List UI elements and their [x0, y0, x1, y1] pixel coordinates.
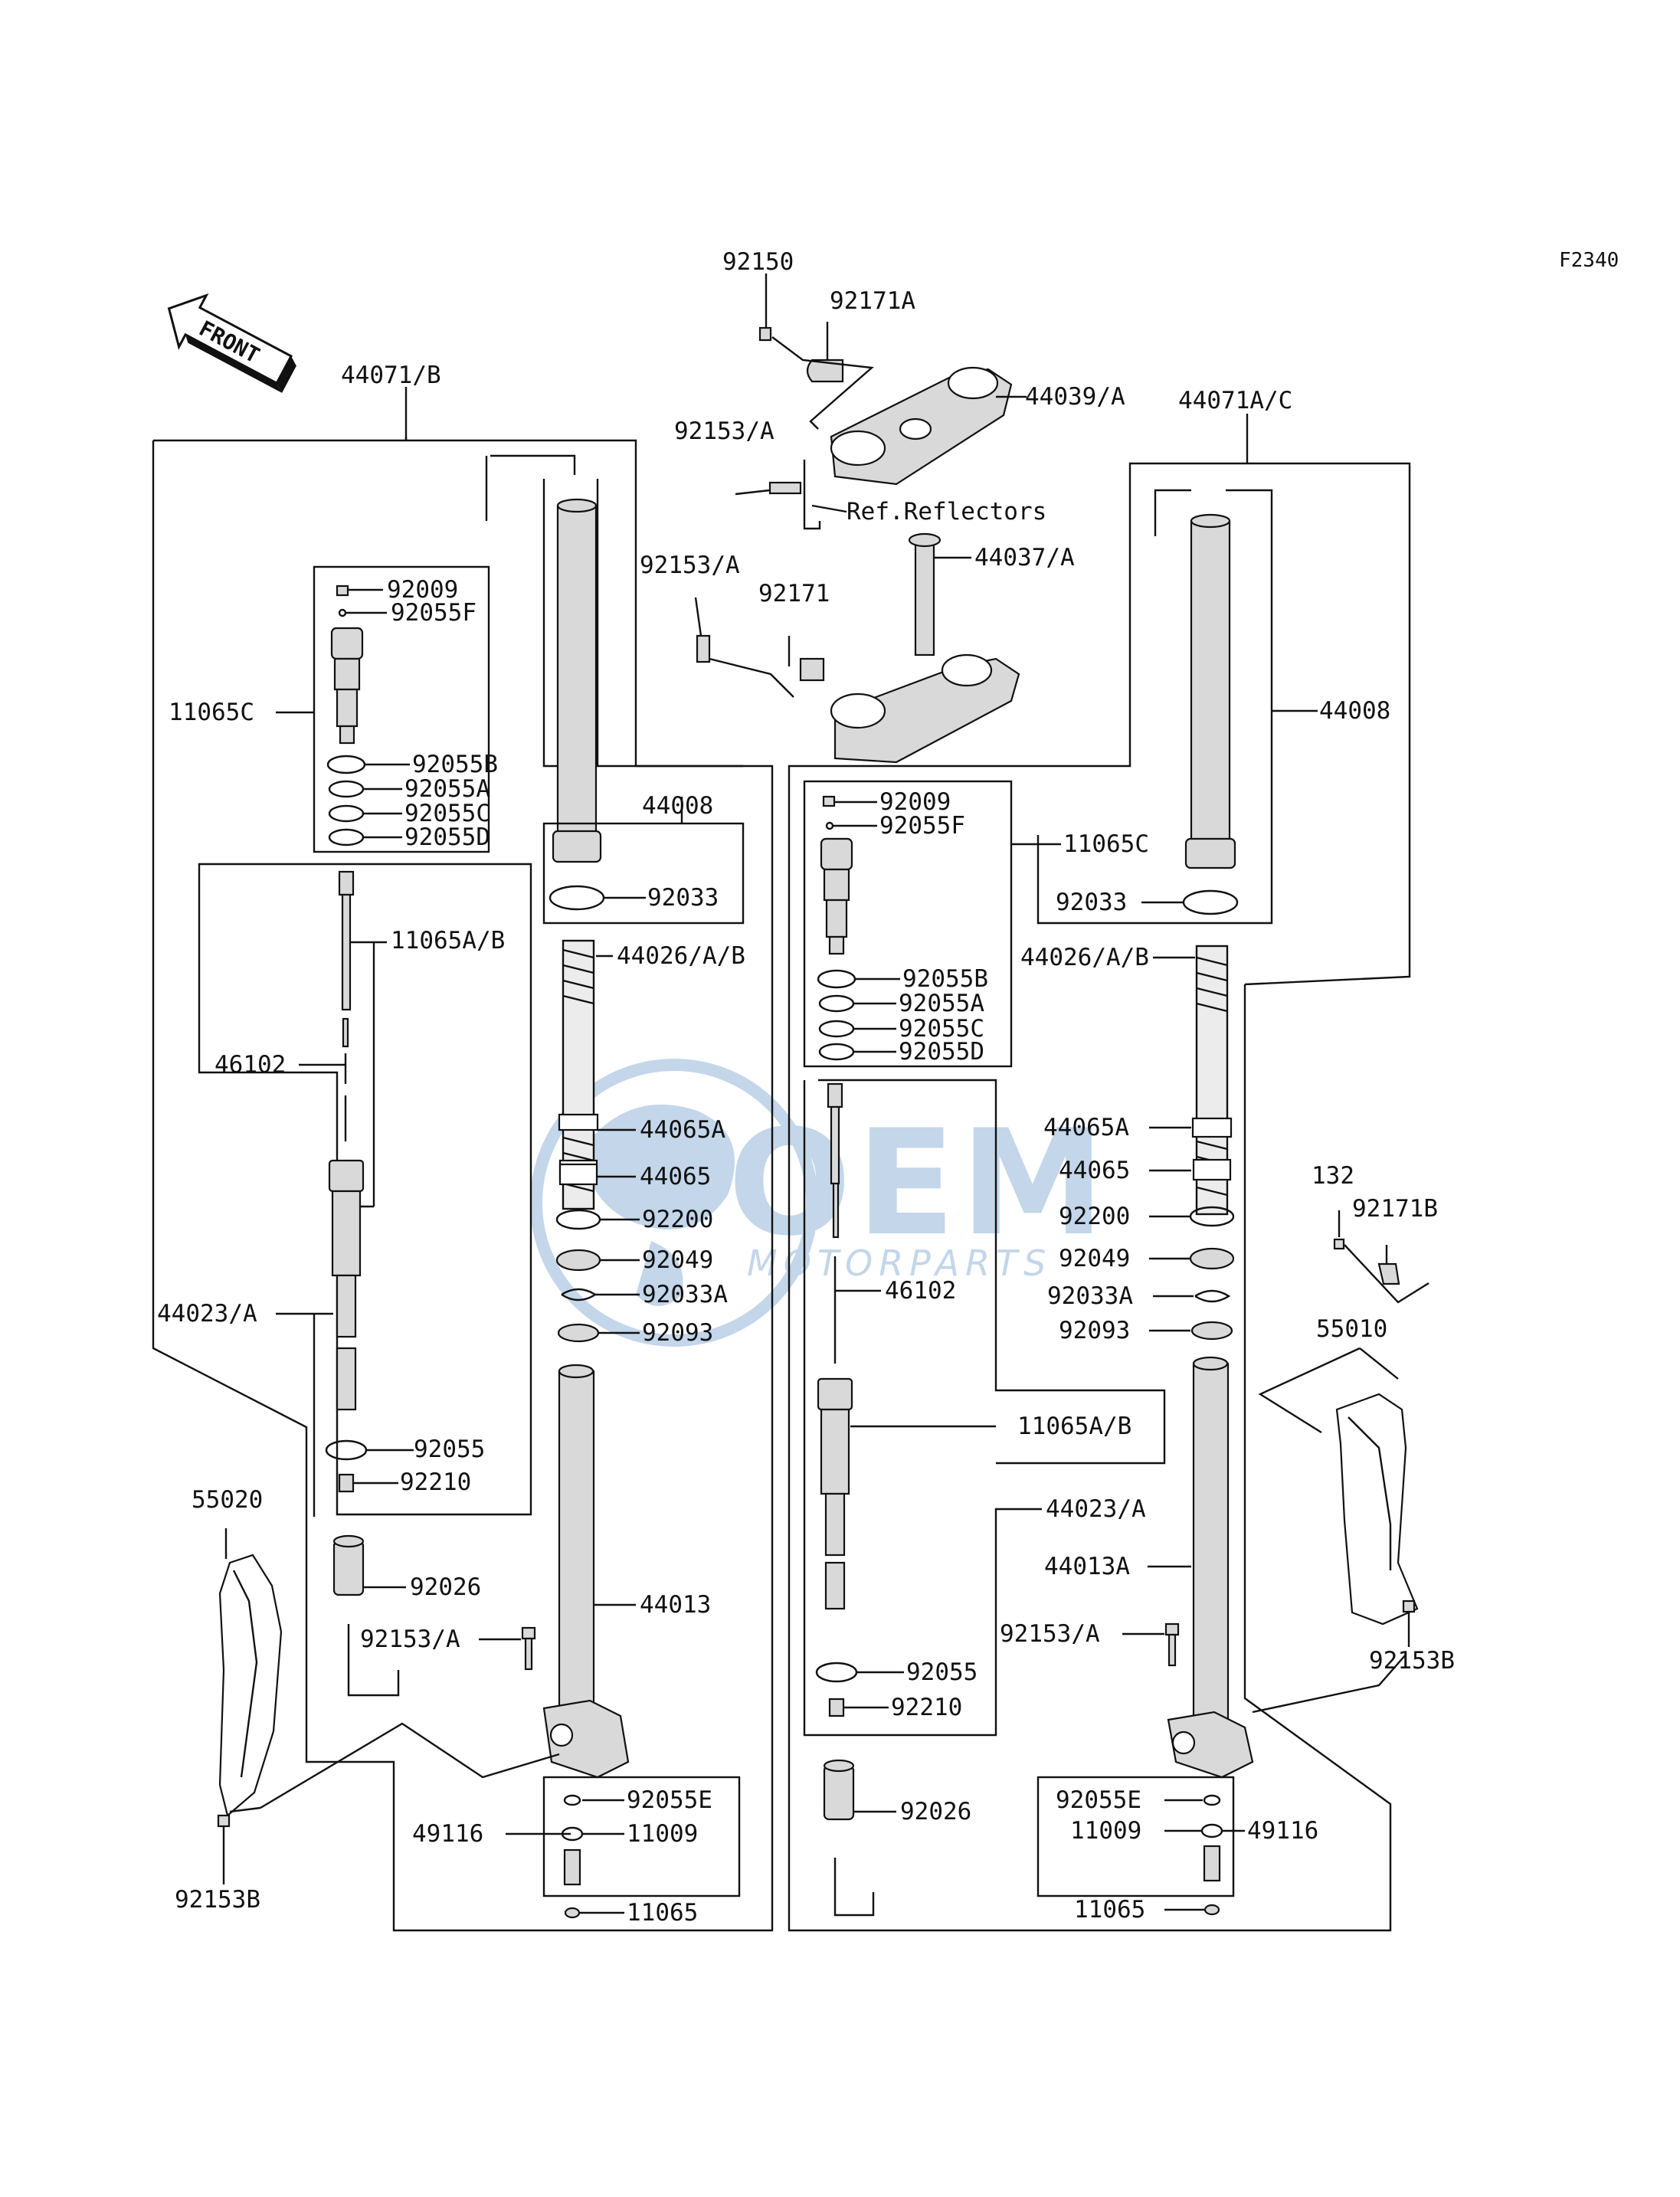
label-92171a: 92171A — [830, 287, 915, 315]
label-r-44023a: 44023/A — [1046, 1495, 1146, 1523]
label-r-92093: 92093 — [1059, 1317, 1130, 1344]
upper-bracket-group — [694, 273, 1027, 764]
label-r-44013a: 44013A — [1044, 1553, 1130, 1580]
label-l-92049: 92049 — [642, 1246, 713, 1274]
label-l-92093: 92093 — [642, 1319, 713, 1347]
label-l-44008: 44008 — [642, 792, 713, 820]
label-r-92009: 92009 — [879, 788, 951, 816]
watermark-brand: OEM — [728, 1098, 1109, 1268]
label-l-92055e: 92055E — [627, 1786, 712, 1814]
label-r-92210: 92210 — [891, 1694, 962, 1721]
label-92153a-mid: 92153/A — [640, 552, 740, 579]
label-ref-reflectors: Ref.Reflectors — [847, 498, 1046, 526]
label-r-55010: 55010 — [1316, 1315, 1387, 1343]
label-l-55020: 55020 — [192, 1486, 263, 1514]
label-r-49116: 49116 — [1247, 1817, 1318, 1845]
label-l-11065: 11065 — [627, 1899, 698, 1927]
label-44037a: 44037/A — [974, 544, 1075, 571]
label-l-11065c: 11065C — [169, 699, 254, 726]
label-l-44026ab: 44026/A/B — [617, 942, 745, 970]
label-r-44026ab: 44026/A/B — [1020, 944, 1149, 971]
label-l-92055b: 92055B — [412, 751, 498, 778]
label-r-44008: 44008 — [1319, 697, 1390, 725]
label-l-44023a: 44023/A — [157, 1300, 257, 1328]
label-r-11009: 11009 — [1070, 1817, 1141, 1845]
label-l-92200: 92200 — [642, 1206, 713, 1233]
right-fork-outline — [788, 414, 1411, 1932]
label-92171: 92171 — [758, 580, 830, 607]
label-r-92055: 92055 — [906, 1658, 978, 1686]
label-r-11065ab: 11065A/B — [1017, 1413, 1131, 1440]
label-r-44065a: 44065A — [1043, 1114, 1129, 1141]
label-r-92055d: 92055D — [899, 1038, 984, 1066]
label-l-49116: 49116 — [412, 1820, 483, 1848]
label-r-92171b: 92171B — [1352, 1195, 1438, 1223]
label-l-92153a: 92153/A — [360, 1626, 460, 1653]
label-92153a-top: 92153/A — [674, 417, 775, 445]
label-l-92009: 92009 — [387, 576, 458, 604]
label-r-92055c: 92055C — [899, 1015, 984, 1043]
label-r-92033a: 92033A — [1047, 1282, 1133, 1310]
label-l-44013: 44013 — [640, 1591, 711, 1619]
label-r-92055b: 92055B — [902, 965, 988, 993]
label-l-92055d: 92055D — [404, 823, 490, 851]
label-l-92153b: 92153B — [175, 1886, 260, 1914]
label-44071ac: 44071A/C — [1178, 387, 1292, 414]
label-92150: 92150 — [722, 248, 794, 276]
label-l-92055f: 92055F — [391, 599, 476, 627]
label-44071b: 44071/B — [341, 362, 441, 389]
label-r-92153a: 92153/A — [1000, 1620, 1100, 1648]
oem-watermark: OEM MOTORPARTS — [530, 1059, 1109, 1347]
label-r-92026: 92026 — [900, 1798, 971, 1825]
label-r-11065c: 11065C — [1063, 830, 1149, 858]
label-44039a: 44039/A — [1025, 383, 1125, 411]
label-l-11065ab: 11065A/B — [391, 927, 505, 954]
label-l-44065: 44065 — [640, 1163, 711, 1190]
label-r-92200: 92200 — [1059, 1203, 1130, 1230]
label-l-92210: 92210 — [400, 1468, 471, 1496]
label-r-46102: 46102 — [885, 1277, 956, 1305]
figure-code: F2340 — [1559, 249, 1619, 272]
label-r-11065: 11065 — [1074, 1896, 1145, 1924]
label-l-92055: 92055 — [414, 1436, 485, 1463]
label-r-92049: 92049 — [1059, 1245, 1130, 1272]
label-r-92055a: 92055A — [899, 990, 984, 1017]
label-r-92055e: 92055E — [1056, 1786, 1141, 1814]
label-l-92026: 92026 — [410, 1573, 481, 1601]
label-l-46102: 46102 — [215, 1051, 286, 1079]
label-r-44065: 44065 — [1059, 1157, 1130, 1184]
label-l-92033a: 92033A — [642, 1281, 728, 1308]
label-r-132: 132 — [1312, 1162, 1354, 1190]
label-l-92055c: 92055C — [404, 800, 490, 827]
label-l-11009: 11009 — [627, 1820, 698, 1848]
label-r-92055f: 92055F — [879, 812, 965, 840]
label-r-92153b: 92153B — [1369, 1647, 1455, 1675]
front-arrow-icon: FRONT — [167, 293, 296, 393]
label-l-44065a: 44065A — [640, 1116, 725, 1144]
label-l-92033: 92033 — [647, 884, 719, 912]
label-l-92055a: 92055A — [404, 775, 490, 803]
label-r-92033: 92033 — [1056, 889, 1127, 916]
